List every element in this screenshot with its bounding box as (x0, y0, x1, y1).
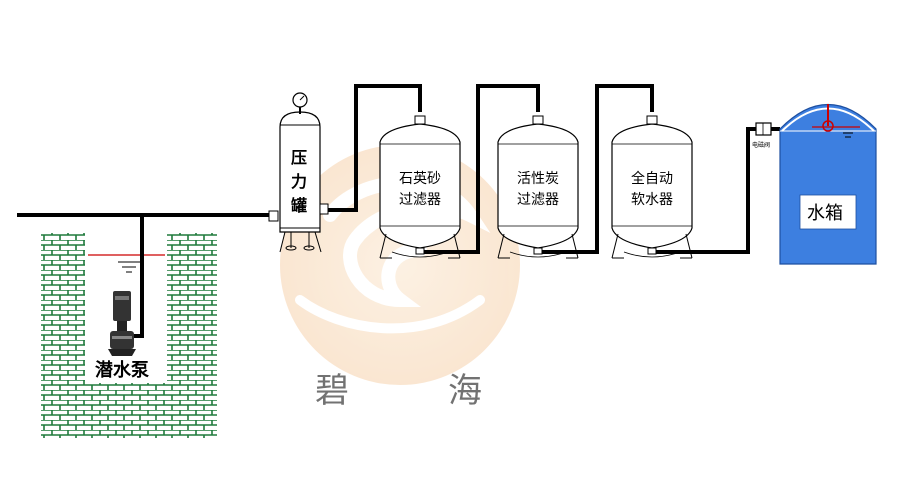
watermark-char-right: 海 (448, 371, 482, 411)
carbon-filter-label-1: 活性炭 (517, 171, 559, 187)
quartz-filter-label-2: 过滤器 (399, 192, 441, 208)
water-tank-label: 水箱 (807, 203, 843, 224)
water-level-marker (118, 261, 140, 273)
watermark-char-left: 碧 (315, 371, 349, 411)
water-softener (611, 115, 693, 259)
softener-label-1: 全自动 (631, 170, 673, 187)
quartz-filter-label-1: 石英砂 (399, 170, 441, 187)
submersible-pump-icon (108, 291, 136, 356)
solenoid-valve-label: 电磁阀 (752, 141, 770, 149)
pipe-carbon-to-softener (538, 84, 654, 254)
pressure-gauge-icon (292, 92, 308, 114)
carbon-filter-label-2: 过滤器 (517, 192, 559, 208)
well (41, 233, 217, 438)
pump-label: 潜水泵 (95, 359, 149, 381)
activated-carbon-filter (497, 115, 579, 259)
float-valve-icon (812, 104, 860, 138)
water-tank (779, 103, 877, 265)
pipe-pump-riser (134, 215, 144, 338)
softener-label-2: 软水器 (631, 192, 673, 208)
solenoid-valve-icon (755, 122, 772, 136)
pressure-tank-label-1: 压 (291, 148, 307, 167)
pressure-tank-label-3: 罐 (290, 196, 307, 215)
well-bottom (85, 383, 167, 438)
pressure-tank-label-2: 力 (291, 172, 307, 191)
well-wall-right (167, 233, 217, 438)
well-wall-left (41, 233, 85, 438)
quartz-sand-filter (379, 115, 461, 259)
pressure-tank (268, 111, 329, 253)
pipeline (17, 84, 780, 338)
pipe-pressure-to-quartz (326, 84, 422, 212)
